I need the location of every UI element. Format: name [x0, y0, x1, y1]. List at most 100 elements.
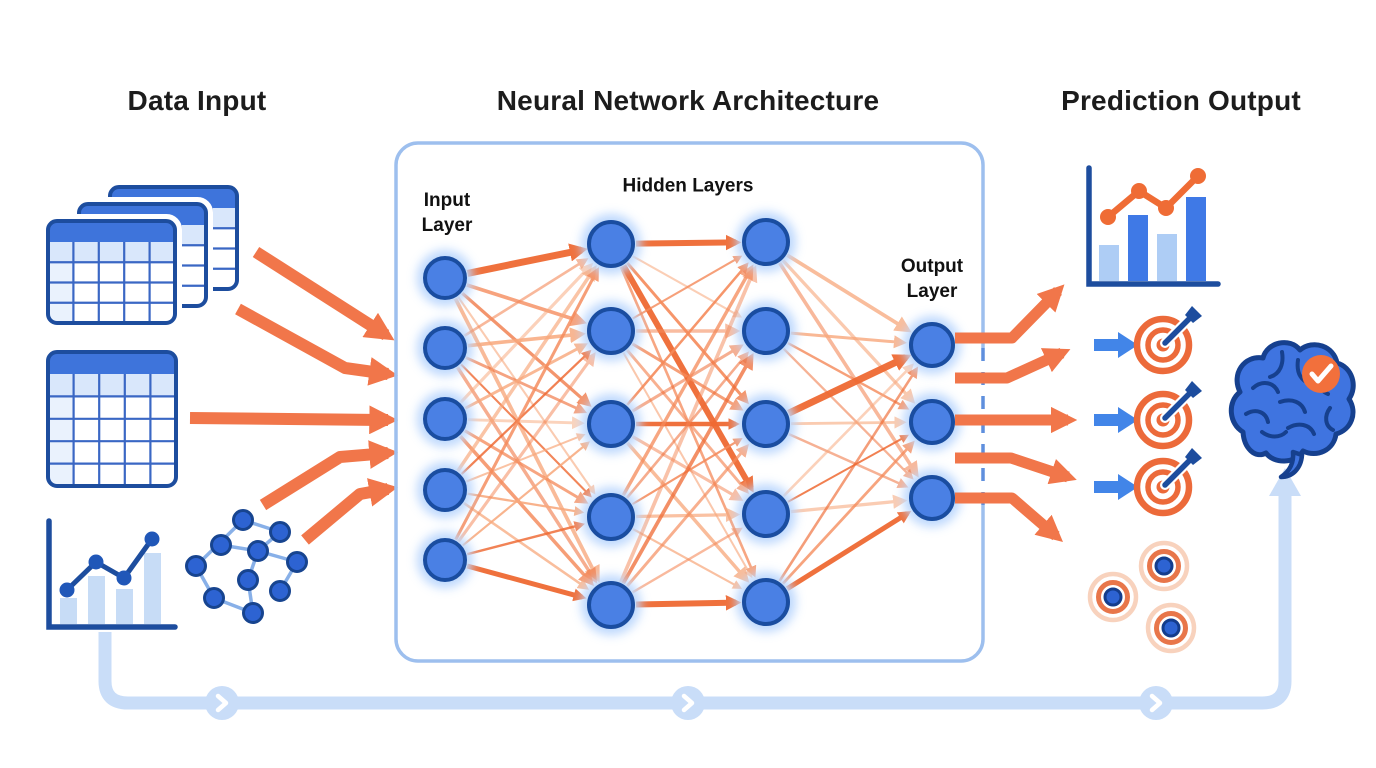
bar	[60, 598, 77, 624]
network-link	[788, 433, 909, 489]
outer-ring	[1087, 571, 1139, 623]
graph-node	[269, 580, 291, 602]
network-link	[465, 356, 588, 414]
network-node	[423, 326, 467, 370]
ring	[1145, 469, 1181, 505]
single-table-icon	[41, 345, 183, 493]
network-link	[463, 258, 589, 337]
blue-arrow-icon	[1094, 474, 1138, 500]
network-link	[466, 243, 588, 277]
network-link	[632, 255, 743, 318]
network-link	[635, 594, 742, 611]
mid-ring	[1096, 580, 1130, 614]
network-link	[460, 349, 592, 475]
network-node	[423, 538, 467, 582]
table-row-tint	[50, 374, 174, 397]
network-link	[457, 296, 596, 495]
axes	[46, 518, 178, 630]
network-node	[909, 322, 955, 368]
graph-node	[269, 521, 291, 543]
network-link	[790, 494, 908, 514]
network-layer-input	[417, 250, 473, 588]
dart-fletching	[1185, 448, 1202, 465]
ring	[1145, 402, 1181, 438]
output-arrows	[955, 284, 1078, 543]
dart-shaft	[1162, 389, 1194, 421]
network-link	[787, 341, 910, 410]
graph-network-icon	[185, 509, 308, 624]
network-link	[464, 343, 588, 410]
chevron-icon	[205, 686, 239, 720]
input-arrows	[189, 246, 399, 545]
network-link	[463, 502, 590, 590]
target-row	[1094, 448, 1202, 517]
bar	[88, 576, 105, 624]
network-layer-hidden-2	[736, 212, 796, 632]
network-link	[621, 264, 754, 497]
network-link	[465, 433, 586, 483]
network-link	[461, 291, 592, 408]
brain-stem	[1278, 449, 1305, 480]
network-link	[790, 331, 908, 349]
network-link	[631, 342, 744, 411]
flow-arrow	[955, 284, 1065, 344]
network-link	[622, 352, 753, 579]
center-dot	[1103, 587, 1123, 607]
blue-arrow-icon	[1094, 332, 1138, 358]
network-node	[742, 578, 790, 626]
target-row	[1094, 306, 1202, 375]
network-layer-output	[903, 316, 961, 527]
network-layer-hidden-1	[581, 214, 641, 635]
network-link	[458, 434, 595, 587]
network-node	[742, 307, 790, 355]
network-link	[460, 363, 592, 498]
neural-network	[417, 212, 961, 635]
output-layer-label: Output Layer	[900, 256, 964, 302]
chevron-icon	[671, 686, 705, 720]
input-layer-label: Input Layer	[421, 190, 473, 236]
ripple-target-icon	[1138, 540, 1190, 592]
network-link	[787, 434, 909, 503]
bullseye-target-icon	[1133, 448, 1202, 517]
network-node	[587, 581, 635, 629]
network-link	[457, 351, 596, 543]
target-row	[1094, 381, 1202, 450]
ring	[1145, 327, 1181, 363]
flow-arrow	[259, 440, 399, 511]
ripple-targets	[1087, 540, 1197, 654]
point	[144, 531, 160, 547]
outer-ring	[1145, 602, 1197, 654]
network-node	[742, 490, 790, 538]
network-link	[782, 347, 914, 480]
point	[1158, 200, 1174, 216]
network-link	[454, 266, 599, 541]
network-link	[626, 443, 750, 587]
network-link	[632, 528, 743, 589]
trend-line	[1104, 172, 1202, 221]
network-links	[453, 234, 919, 611]
trend-line	[64, 536, 155, 593]
network-link	[626, 349, 750, 495]
ring	[1133, 315, 1193, 375]
point	[88, 554, 104, 570]
target-rows	[1094, 306, 1202, 517]
flow-arrow	[955, 492, 1063, 543]
network-link	[787, 354, 912, 417]
network-node	[423, 468, 467, 512]
bar	[1186, 197, 1206, 281]
network-link	[631, 527, 743, 594]
network-node	[423, 397, 467, 441]
point	[59, 582, 75, 598]
point	[1190, 168, 1206, 184]
network-node	[909, 399, 955, 445]
bar	[1128, 215, 1148, 281]
bar	[1099, 245, 1119, 281]
point	[116, 570, 132, 586]
network-node	[587, 400, 635, 448]
network-link	[466, 521, 586, 556]
network-link	[790, 416, 907, 429]
check-badge-icon	[1302, 355, 1340, 393]
network-link	[781, 259, 916, 404]
